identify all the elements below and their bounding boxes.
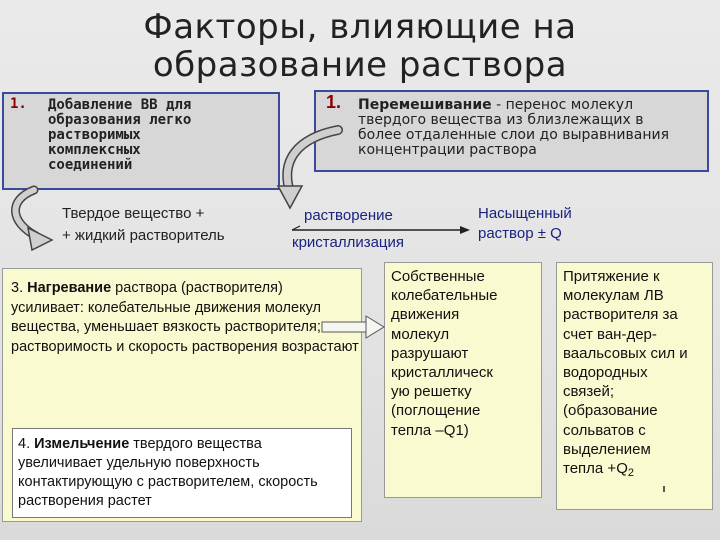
effect-right-line: ваальсовых сил и — [563, 344, 688, 362]
solvation-effect-text: Притяжение к молекулам ЛВ растворителя з… — [563, 267, 713, 483]
factor-1-box: 1. Добавление ВВ для образования легко р… — [2, 92, 280, 190]
title-line-2: образование раствора — [152, 45, 568, 85]
effect-right-line: растворителя за — [563, 306, 678, 324]
product-line-1: Насыщенный — [478, 205, 572, 222]
factor-4-text: 4. Измельчение твердого вещества увеличи… — [18, 435, 350, 511]
solvation-effect-box: Притяжение к молекулам ЛВ растворителя з… — [556, 262, 713, 510]
factor-1-line: комплексных — [48, 142, 141, 158]
effect-right-line: счет ван-дер- — [563, 325, 657, 343]
effect-right-line: сольватов с — [563, 421, 646, 439]
product-line-2: раствор ± Q — [478, 225, 562, 242]
factor-3-body: раствора (растворителя) усиливает: колеб… — [11, 280, 359, 355]
factor-2-text: Перемешивание - перенос молекул твердого… — [358, 98, 708, 158]
equilibrium-arrows — [291, 225, 470, 234]
factor-3-number: 3. — [11, 280, 28, 296]
factor-4-box: 4. Измельчение твердого вещества увеличи… — [12, 428, 352, 518]
effect-left-line: кристаллическ — [391, 364, 493, 382]
factor-1-line: образования легко — [48, 112, 192, 128]
effect-right-line: молекулам ЛВ — [563, 287, 664, 305]
effect-left-line: движения — [391, 306, 460, 324]
heat-label: тепла +Q — [563, 460, 628, 478]
factor-1-line: Добавление ВВ для — [48, 97, 192, 113]
effect-left-line: (поглощение — [391, 402, 481, 420]
effect-left-line: Собственные — [391, 268, 485, 285]
factor-3-title: Нагревание — [27, 280, 112, 296]
factor-2-rest: - перенос молекул — [491, 97, 634, 113]
factor-4-number: 4. — [18, 436, 35, 452]
effect-left-line: колебательные — [391, 287, 498, 305]
effect-left-line: тепла –Q1) — [391, 421, 469, 439]
effect-left-line: ую решетку — [391, 383, 472, 401]
factor-2-line: твердого вещества из близлежащих в — [358, 112, 644, 128]
effect-right-line: (образование — [563, 402, 658, 420]
title-line-1: Факторы, влияющие на — [143, 7, 577, 47]
effect-right-last-line: тепла +Q2 — [563, 459, 713, 483]
factor-2-title: Перемешивание — [358, 97, 492, 113]
factor-1-number: 1. — [10, 96, 27, 112]
factor-2-box: 1. Перемешивание - перенос молекул тверд… — [314, 90, 709, 172]
effect-left-line: молекул — [391, 325, 450, 343]
effect-right-line: выделением — [563, 440, 651, 458]
factor-3-text: 3. Нагревание раствора (растворителя) ус… — [11, 279, 359, 357]
effect-left-line: разрушают — [391, 344, 469, 362]
reactant-line-1: Твердое вещество + — [62, 205, 205, 222]
effect-right-line: Притяжение к — [563, 268, 660, 285]
factor-1-text: Добавление ВВ для образования легко раст… — [48, 98, 278, 173]
factor-1-line: растворимых — [48, 127, 141, 143]
reactant-line-2: + жидкий растворитель — [62, 227, 225, 244]
forward-label: растворение — [304, 207, 393, 224]
dissolution-effect-text: Собственные колебательные движения молек… — [391, 267, 541, 440]
factor-2-number: 1. — [326, 92, 342, 112]
factor-1-line: соединений — [48, 157, 133, 173]
dissolution-effect-box: Собственные колебательные движения молек… — [384, 262, 542, 498]
factor-4-body: твердого вещества увеличивает удельную п… — [18, 436, 318, 509]
curved-arrow-left — [11, 185, 54, 252]
effect-right-line: связей; — [563, 383, 615, 401]
factor-2-line: более отдаленные слои до выравнивания — [358, 127, 670, 143]
reverse-label: кристаллизация — [292, 234, 405, 251]
factor-2-line: концентрации раствора — [358, 142, 537, 158]
factor-4-title: Измельчение — [34, 436, 130, 452]
effect-right-line: водородных — [563, 364, 648, 382]
heat-subscript: 2 — [627, 467, 634, 480]
slide-title: Факторы, влияющие на образование раствор… — [80, 8, 640, 84]
